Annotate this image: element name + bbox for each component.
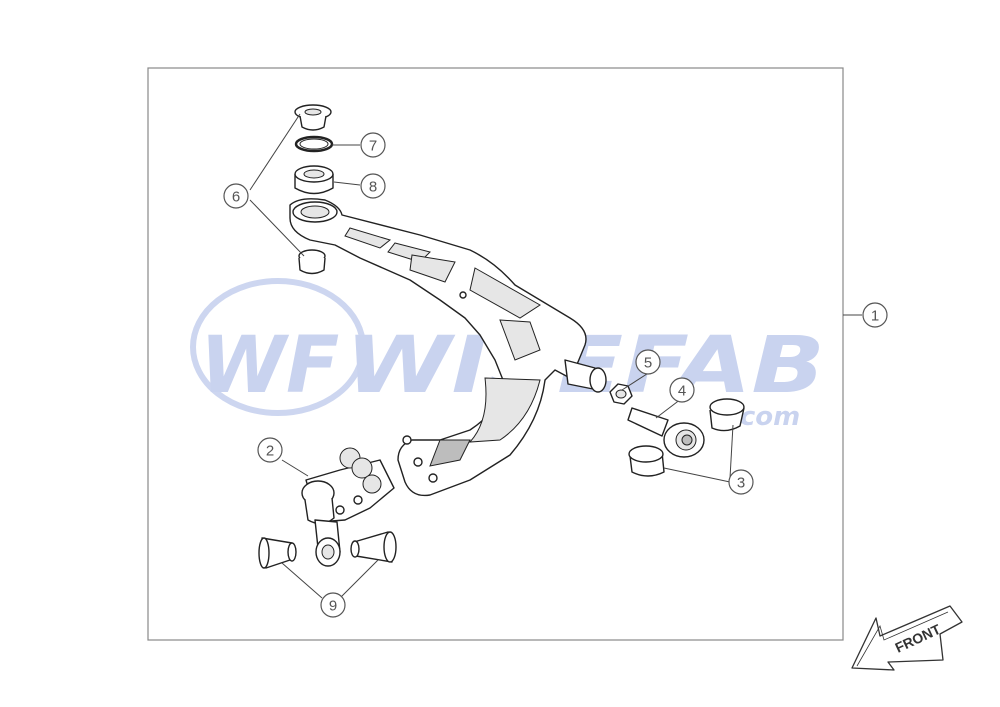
callout-2-label: 2 <box>266 443 274 460</box>
callout-5: 5 <box>635 349 661 375</box>
callout-1-label: 1 <box>871 308 879 325</box>
callout-9-label: 9 <box>329 598 337 615</box>
callout-7-label: 7 <box>369 138 377 155</box>
watermark-logo: WF WISEFAB .com <box>190 278 825 432</box>
callout-8-label: 8 <box>369 179 377 196</box>
callout-4-label: 4 <box>678 383 686 400</box>
part-3-spacer-right <box>709 398 745 432</box>
part-9-cone-right <box>350 531 397 563</box>
callout-5-label: 5 <box>644 355 652 372</box>
front-direction-arrow: FRONT <box>851 605 963 671</box>
part-6-top-bushing <box>294 104 332 131</box>
part-2-bracket-assembly <box>301 447 395 567</box>
part-3-spacer-left <box>628 445 665 477</box>
drawing-frame <box>147 67 844 641</box>
leader-lines <box>249 113 862 599</box>
callout-8: 8 <box>360 173 386 199</box>
part-4-rod-end <box>627 407 705 458</box>
part-7-circlip <box>294 135 334 153</box>
part-8-bearing <box>294 165 334 195</box>
callout-6-label: 6 <box>232 189 240 206</box>
watermark-monogram: WF <box>200 321 339 411</box>
part-5-nut <box>609 383 633 405</box>
callout-2: 2 <box>257 437 283 463</box>
callout-4: 4 <box>669 377 695 403</box>
callout-1: 1 <box>862 302 888 328</box>
callout-3-label: 3 <box>737 475 745 492</box>
callout-6: 6 <box>223 183 249 209</box>
callout-7: 7 <box>360 132 386 158</box>
callout-9: 9 <box>320 592 346 618</box>
callout-3: 3 <box>728 469 754 495</box>
part-9-cone-left <box>258 537 297 569</box>
part-6-bottom-bushing <box>298 249 326 275</box>
part-1-lower-arm <box>289 198 607 497</box>
